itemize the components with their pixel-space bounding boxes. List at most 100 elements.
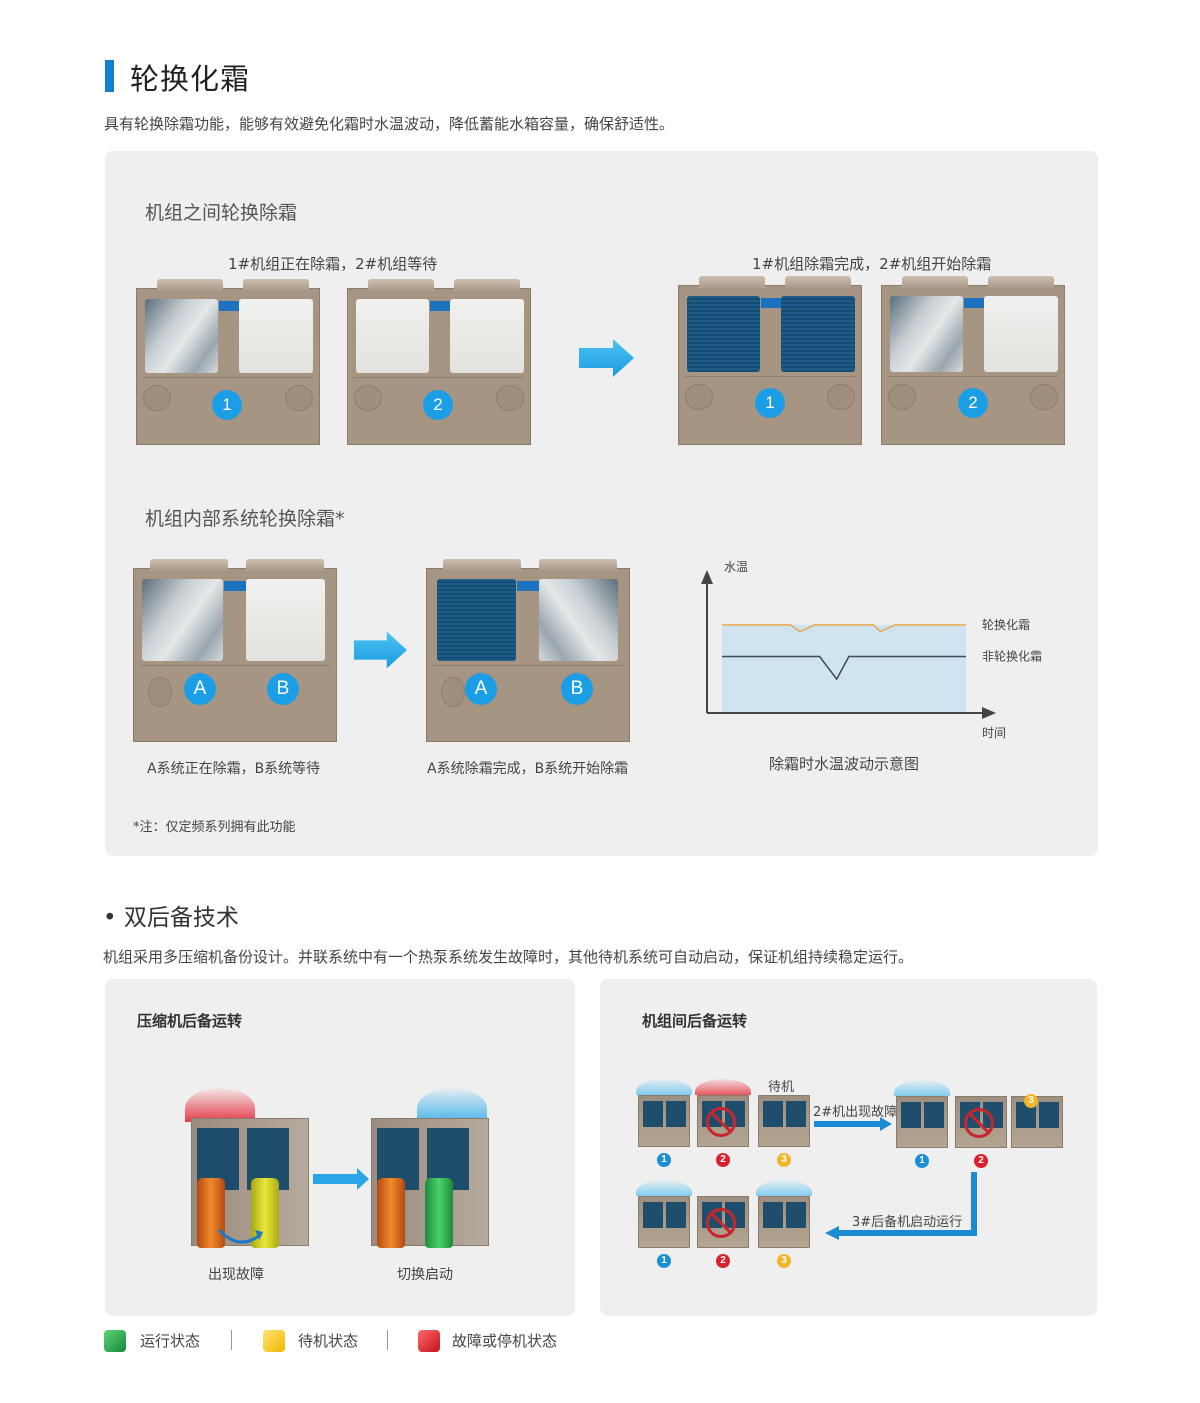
system-badge: B [561,673,593,705]
compressor-faulty [377,1178,405,1248]
unit-card-title: 机组间后备运转 [642,1012,748,1030]
brand-logo [219,301,239,311]
cool-air-plume [756,1180,812,1196]
fault-arrow-label: 2#机出现故障 [813,1105,898,1120]
unit-number-badge: 2 [716,1254,730,1268]
coil-panel [643,1202,663,1228]
legend-fault-swatch [418,1330,440,1352]
section-title: 轮换化霜 [130,62,251,96]
section-title-bar [105,60,114,92]
backup-path-arrow-icon [825,1172,977,1240]
hot-air-plume [695,1079,751,1095]
mini-unit [758,1196,810,1248]
switch-caption: 切换启动 [397,1267,453,1283]
coil-panel [786,1202,806,1228]
coil-panel [643,1101,663,1127]
coil-panel [763,1202,783,1228]
unit-number-badge: 3 [1024,1094,1038,1108]
internal-systems-title: 机组内部系统轮换除霜* [145,508,345,530]
compressor-fault-illustration [185,1088,315,1253]
fault-prohibited-icon [706,1208,736,1238]
cool-air-plume [636,1079,692,1095]
unit-badge: 2 [958,388,988,418]
unit-number-badge: 1 [915,1154,929,1168]
system-badge: B [267,673,299,705]
section2-title: • 双后备技术 [103,898,239,932]
system-badge: A [184,673,216,705]
compressor-card-title: 压缩机后备运转 [137,1012,243,1030]
brand-logo [224,581,246,591]
coil-panel [924,1102,944,1128]
legend-standby-swatch [263,1330,285,1352]
between-after-caption: 1#机组除霜完成，2#机组开始除霜 [752,255,992,273]
unit-number-badge: 3 [777,1153,791,1167]
fault-prohibited-icon [706,1107,736,1137]
mini-unit [896,1096,948,1148]
cool-air-plume [894,1080,950,1096]
fault-caption: 出现故障 [208,1267,264,1283]
arrow-right-icon [579,339,634,377]
coil-panel [786,1101,806,1127]
compressor-backup-card [105,979,575,1316]
unit-badge: 1 [212,390,242,420]
fault-arrow-icon [814,1117,892,1131]
unit-number-badge: 2 [716,1153,730,1167]
mini-unit [638,1095,690,1147]
water-temp-chart: 水温 时间 轮换化霜 非轮换化霜 [690,550,1070,780]
system-badge: A [465,673,497,705]
coil-panel [666,1101,686,1127]
chart-svg: 水温 时间 轮换化霜 非轮换化霜 [701,560,1042,740]
mini-unit [638,1196,690,1248]
unit-number-badge: 3 [777,1254,791,1268]
brand-logo [430,301,450,311]
bullet: • [103,905,124,931]
unit-system-a-defrosting: A B [133,559,337,742]
coil-panel [763,1101,783,1127]
footnote: *注：仅定频系列拥有此功能 [133,820,296,835]
series-line-0 [722,624,966,633]
legend-running-swatch [104,1330,126,1352]
y-axis-label: 水温 [724,560,748,574]
legend-fault-label: 故障或停机状态 [452,1332,558,1350]
internal-before-caption: A系统正在除霜，B系统等待 [147,761,321,777]
unit-number-badge: 1 [657,1254,671,1268]
arrow-right-icon [353,631,408,669]
compressor-faulty [197,1178,225,1248]
section2-title-text: 双后备技术 [123,905,239,931]
unit-badge: 2 [423,390,453,420]
unit-1-defrosting: 1 [136,279,320,445]
brand-logo [761,298,781,308]
coil-panel [901,1102,921,1128]
legend-standby-label: 待机状态 [298,1332,359,1350]
series-line-1 [722,655,966,681]
compressor-switched-illustration [365,1088,495,1253]
brand-logo [964,298,984,308]
section2-lead: 机组采用多压缩机备份设计。并联系统中有一个热泵系统发生故障时，其他待机系统可自动… [103,948,914,966]
chart-area-fill [722,624,966,713]
switch-arrow-icon [217,1228,263,1244]
unit-number-badge: 2 [974,1154,988,1168]
unit-1-done: 1 [678,276,862,445]
mini-unit [1011,1096,1063,1148]
unit-badge: 1 [755,388,785,418]
y-axis-arrow [701,570,713,584]
backup-arrow-label: 3#后备机启动运行 [852,1215,963,1230]
coil-panel [1016,1102,1036,1128]
coil-panel [1039,1102,1059,1128]
legend-non-rotating-defrost: 非轮换化霜 [982,650,1042,664]
legend-divider [387,1330,388,1350]
unit-2-waiting: 2 [347,279,531,445]
legend-running-label: 运行状态 [140,1332,201,1350]
between-before-caption: 1#机组正在除霜，2#机组等待 [228,255,438,273]
unit-number-badge: 1 [657,1153,671,1167]
section-lead: 具有轮换除霜功能，能够有效避免化霜时水温波动，降低蓄能水箱容量，确保舒适性。 [104,115,675,133]
unit-2-defrosting: 2 [881,276,1065,445]
fault-prohibited-icon [964,1108,994,1138]
internal-after-caption: A系统除霜完成，B系统开始除霜 [427,761,629,777]
legend-divider [231,1330,232,1350]
mini-unit [758,1095,810,1147]
x-axis-arrow [982,707,996,719]
between-units-title: 机组之间轮换除霜 [145,202,298,224]
coil-panel [666,1202,686,1228]
chart-title: 除霜时水温波动示意图 [769,755,920,773]
